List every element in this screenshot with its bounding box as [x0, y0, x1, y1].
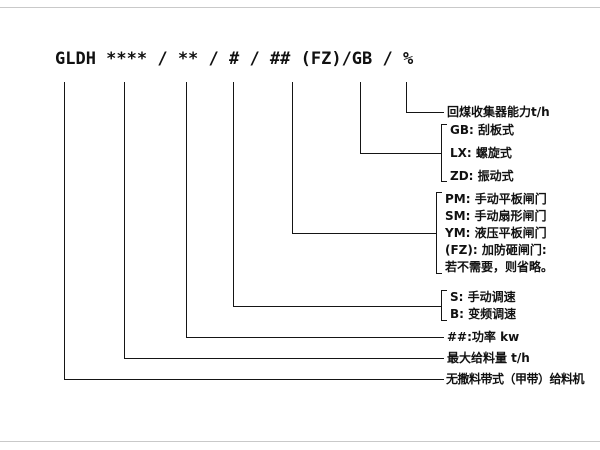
- drop-line-power: [186, 82, 187, 337]
- bracket-gate-type-top: [436, 192, 442, 193]
- bracket-gate-type-bottom: [436, 273, 442, 274]
- label-collector-capacity: 回煤收集器能力t/h: [447, 105, 550, 119]
- legend-item-collector-type: ZD: 振动式: [450, 169, 514, 183]
- drop-line-gate-type: [292, 82, 293, 233]
- label-machine-name: 无撒料带式（甲带）给料机: [446, 372, 585, 386]
- bracket-speed-control: [441, 290, 442, 321]
- lead-line-collector-capacity: [406, 112, 444, 113]
- legend-item-gate-type: YM: 液压平板闸门: [445, 226, 547, 240]
- drop-line-collector-type: [360, 82, 361, 153]
- lead-line-gate-type: [292, 233, 436, 234]
- lead-line-machine-name: [64, 379, 444, 380]
- legend-item-gate-type-note: 若不需要，则省略。: [445, 260, 554, 274]
- bracket-speed-control-top: [441, 290, 447, 291]
- bracket-collector-type-top: [441, 124, 447, 125]
- drop-line-max-feed: [124, 82, 125, 358]
- drop-line-collector-capacity: [406, 82, 407, 112]
- bracket-collector-type-bottom: [441, 181, 447, 182]
- lead-line-max-feed: [124, 358, 444, 359]
- label-max-feed: 最大给料量 t/h: [447, 351, 530, 365]
- lead-line-power: [186, 337, 444, 338]
- model-code: GLDH **** / ** / # / ## (FZ)/GB / %: [55, 49, 414, 69]
- frame-edge-top: [0, 7, 600, 8]
- legend-item-collector-type: LX: 螺旋式: [450, 146, 512, 160]
- lead-line-speed-control: [233, 306, 441, 307]
- bracket-collector-type: [441, 124, 442, 182]
- bracket-speed-control-bottom: [441, 320, 447, 321]
- frame-edge-bottom: [0, 441, 600, 442]
- label-power: ##:功率 kw: [447, 330, 520, 344]
- legend-item-gate-type: (FZ): 加防砸闸门:: [445, 243, 547, 257]
- bracket-gate-type: [436, 192, 437, 274]
- drop-line-speed-control: [233, 82, 234, 306]
- legend-item-speed-control: B: 变频调速: [450, 307, 517, 321]
- legend-item-speed-control: S: 手动调速: [450, 290, 516, 304]
- legend-item-gate-type: SM: 手动扇形闸门: [445, 209, 547, 223]
- lead-line-collector-type: [360, 153, 441, 154]
- legend-item-collector-type: GB: 刮板式: [450, 123, 514, 137]
- legend-item-gate-type: PM: 手动平板闸门: [445, 192, 547, 206]
- drop-line-machine-name: [64, 82, 65, 379]
